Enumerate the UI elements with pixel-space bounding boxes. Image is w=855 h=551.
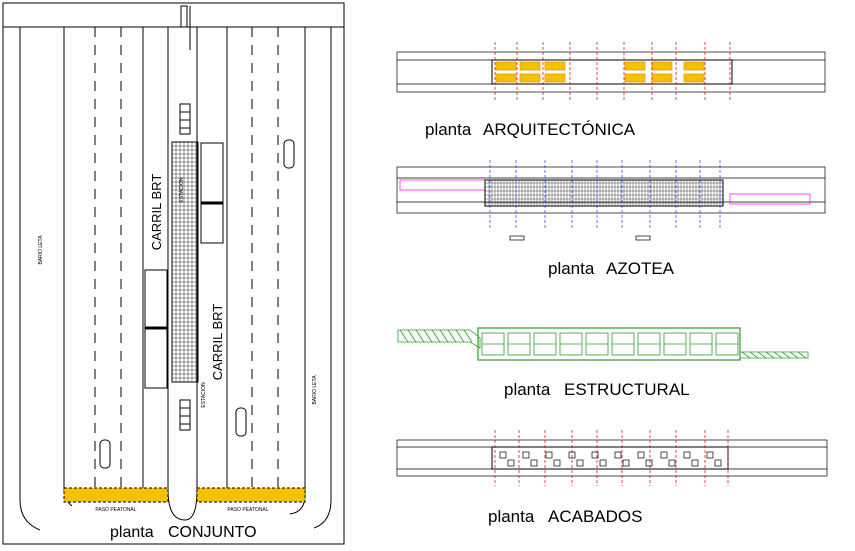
plan-4-name: ACABADOS xyxy=(548,507,642,526)
crosswalk-right xyxy=(196,487,306,503)
bario-label-left: BARIO LETA xyxy=(38,235,44,265)
acabados-item xyxy=(706,451,714,459)
arq-hatch-block xyxy=(544,61,566,71)
truss-member xyxy=(415,329,425,343)
plan-3-name: ESTRUCTURAL xyxy=(564,380,690,399)
estacion-label-2: ESTACION xyxy=(201,382,207,408)
truss-member xyxy=(757,351,767,359)
truss-member xyxy=(789,351,799,359)
truss-member xyxy=(797,351,807,359)
estacion-label-1: ESTACION xyxy=(179,177,185,203)
arq-hatch-block xyxy=(651,73,673,83)
truss-member xyxy=(455,329,465,343)
truss-member xyxy=(423,329,433,343)
arq-hatch-block xyxy=(651,61,673,71)
car-top xyxy=(283,139,295,169)
acabados-item xyxy=(530,459,538,467)
truss-member xyxy=(773,351,783,359)
conjunto-title-prefix: planta xyxy=(110,524,154,541)
plan-2-prefix: planta xyxy=(548,259,595,278)
stairs-bottom xyxy=(179,399,191,431)
truss-member xyxy=(399,329,409,343)
left-curb xyxy=(19,27,41,531)
carril-brt-label-1: CARRIL BRT xyxy=(149,174,164,251)
acabados-item xyxy=(660,451,668,459)
truss-member xyxy=(741,351,751,359)
acabados-item xyxy=(568,451,576,459)
arq-hatch-block xyxy=(624,61,646,71)
car-middle xyxy=(235,407,247,437)
crosswalk-left xyxy=(63,487,169,503)
plan-2-name: AZOTEA xyxy=(606,259,675,278)
plan-acabados xyxy=(396,430,828,486)
station-marker xyxy=(180,5,188,28)
bario-label-right: BARIO LETA xyxy=(312,375,318,405)
site-plan xyxy=(2,2,345,545)
paso-label-left: PASO PEATONAL xyxy=(95,507,136,513)
stairs-top xyxy=(179,103,191,135)
truss-member xyxy=(463,329,473,343)
arq-hatch-block xyxy=(495,61,517,71)
arq-hatch-block xyxy=(683,61,705,71)
acabados-item xyxy=(591,451,599,459)
acabados-item xyxy=(637,451,645,459)
conjunto-title-name: CONJUNTO xyxy=(168,524,257,541)
acabados-item xyxy=(507,459,515,467)
acabados-item xyxy=(499,451,507,459)
acabados-item xyxy=(714,459,722,467)
truss-member xyxy=(407,329,417,343)
truss-member xyxy=(765,351,775,359)
arq-hatch-block xyxy=(519,73,541,83)
arq-hatch-block xyxy=(495,73,517,83)
carril-brt-label-2: CARRIL BRT xyxy=(210,304,225,381)
truss-member xyxy=(431,329,441,343)
plan-1-name: ARQUITECTÓNICA xyxy=(483,120,636,139)
truss-member xyxy=(447,329,457,343)
acabados-item xyxy=(576,459,584,467)
acabados-item xyxy=(668,459,676,467)
right-curb xyxy=(313,27,332,529)
median xyxy=(167,27,198,521)
arq-hatch-block xyxy=(519,61,541,71)
truss-member xyxy=(781,351,791,359)
truss-member xyxy=(439,329,449,343)
acabados-item xyxy=(622,459,630,467)
site-plan-frame xyxy=(2,2,345,545)
arq-hatch-block xyxy=(544,73,566,83)
acabados-item xyxy=(683,451,691,459)
acabados-item xyxy=(614,451,622,459)
plan-3-prefix: planta xyxy=(504,380,551,399)
plan-4-prefix: planta xyxy=(488,507,535,526)
acabados-item xyxy=(599,459,607,467)
arq-hatch-block xyxy=(624,73,646,83)
car-bottom xyxy=(99,439,111,469)
acabados-item xyxy=(691,459,699,467)
plan-azotea xyxy=(396,160,826,241)
acabados-item xyxy=(522,451,530,459)
paso-label-right: PASO PEATONAL xyxy=(227,507,268,513)
acabados-item xyxy=(645,459,653,467)
plan-1-prefix: planta xyxy=(425,120,472,139)
arq-hatch-block xyxy=(683,73,705,83)
bus-right xyxy=(200,142,224,244)
acabados-item xyxy=(553,459,561,467)
acabados-item xyxy=(545,451,553,459)
plan-arquitectonica xyxy=(396,42,826,100)
truss-member xyxy=(749,351,759,359)
plan-estructural xyxy=(397,327,809,361)
